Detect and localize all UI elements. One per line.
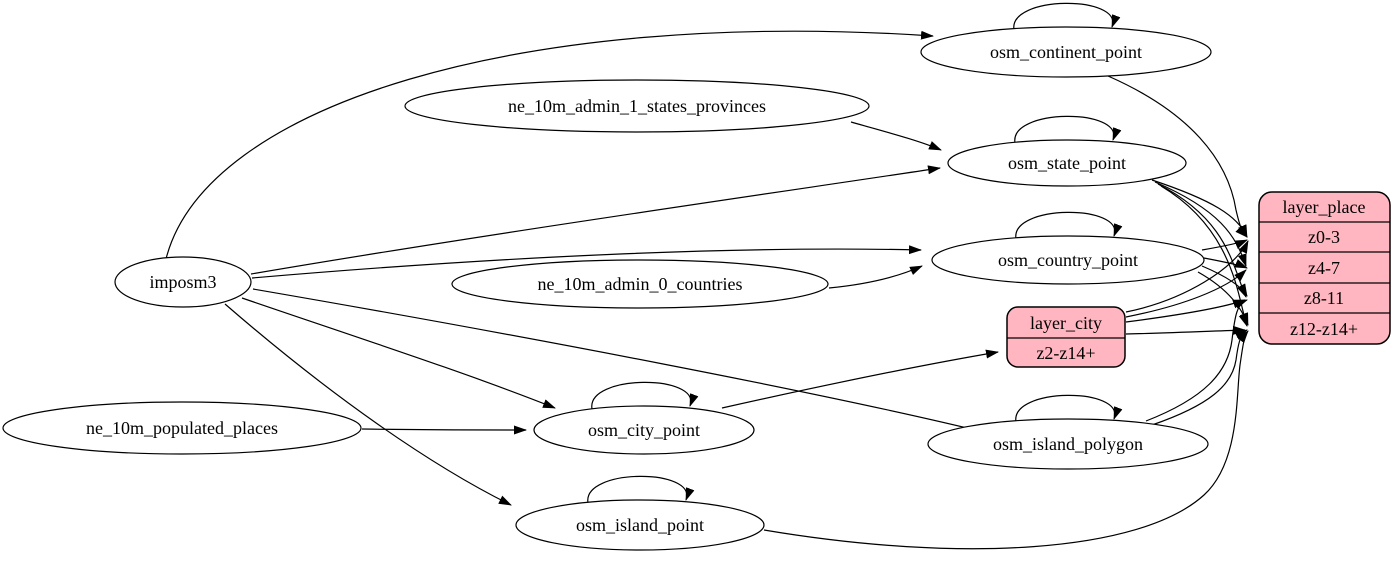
node-imposm3: imposm3	[114, 256, 252, 308]
self-loop-osm_country_point	[1015, 211, 1123, 240]
node-osm_country_point-label: osm_country_point	[998, 250, 1138, 270]
node-osm_continent_point-label: osm_continent_point	[990, 42, 1142, 62]
node-layer_place: layer_place z0-3 z4-7 z8-11 z12-z14+	[1258, 191, 1391, 345]
edge-imposm3-to-osm_country_point	[251, 245, 922, 279]
layer_city-title: layer_city	[1030, 313, 1102, 333]
node-layer_place-shape	[1258, 191, 1391, 345]
edge-layer_city-to-layer_place-z0-3	[1125, 240, 1249, 313]
layer_city-row-z2-z14: z2-z14+	[1036, 343, 1095, 363]
node-imposm3-shape	[114, 256, 252, 308]
node-osm_continent_point-shape	[920, 26, 1212, 78]
layer_place-row-z0-3: z0-3	[1308, 227, 1340, 247]
node-ne_10m_admin_1_states_provinces-shape	[404, 79, 870, 133]
node-osm_city_point-shape	[533, 405, 755, 455]
edge-osm_continent_point-to-layer_place-z0-3	[1107, 75, 1248, 238]
node-osm_country_point-shape	[931, 235, 1205, 285]
node-osm_country_point: osm_country_point	[931, 235, 1205, 285]
node-ne_10m_populated_places: ne_10m_populated_places	[2, 401, 362, 455]
node-osm_island_point-shape	[515, 499, 765, 551]
node-osm_island_point-label: osm_island_point	[576, 515, 704, 535]
layer_place-row-z12-z14: z12-z14+	[1290, 319, 1358, 339]
self-loop-osm_city_point	[591, 381, 699, 410]
edge-ne_10m_admin_1_states_provinces-to-osm_state_point	[850, 121, 942, 151]
edge-osm_state_point-to-layer_place-z8-11	[1157, 183, 1247, 298]
edge-ne_10m_admin_0_countries-to-osm_country_point	[828, 265, 923, 289]
node-layer_city-shape	[1006, 306, 1126, 368]
node-ne_10m_admin_0_countries-shape	[451, 259, 829, 309]
node-ne_10m_admin_0_countries: ne_10m_admin_0_countries	[451, 259, 829, 309]
layer_place-row-z8-11: z8-11	[1304, 288, 1344, 308]
edge-osm_country_point-to-layer_place-z4-7	[1203, 257, 1248, 269]
node-ne_10m_admin_1_states_provinces: ne_10m_admin_1_states_provinces	[404, 79, 870, 133]
self-loop-osm_island_polygon	[1015, 394, 1123, 423]
node-ne_10m_populated_places-shape	[2, 401, 362, 455]
node-osm_state_point-shape	[947, 139, 1187, 187]
node-osm_city_point: osm_city_point	[533, 405, 755, 455]
node-osm_state_point-label: osm_state_point	[1008, 153, 1126, 173]
node-osm_city_point-label: osm_city_point	[588, 420, 700, 440]
node-osm_island_point: osm_island_point	[515, 499, 765, 551]
node-ne_10m_admin_0_countries-label: ne_10m_admin_0_countries	[538, 274, 743, 294]
edge-imposm3-to-osm_state_point	[250, 165, 941, 275]
edge-osm_island_polygon-to-layer_place-z8-11	[1145, 299, 1248, 422]
edge-ne_10m_populated_places-to-osm_city_point	[361, 425, 527, 435]
edge-imposm3-to-osm_city_point	[241, 297, 556, 409]
edge-osm_country_point-to-layer_place-z0-3	[1201, 239, 1248, 251]
node-osm_state_point: osm_state_point	[947, 139, 1187, 187]
self-loop-osm_state_point	[1014, 115, 1122, 144]
edge-imposm3-to-osm_continent_point	[165, 30, 934, 260]
edge-layer	[165, 2, 1249, 550]
self-loop-osm_island_point	[587, 475, 695, 504]
edge-layer_city-to-layer_place-z8-11	[1125, 299, 1246, 323]
edge-osm_state_point-to-layer_place-z12-z14	[1160, 185, 1248, 327]
node-imposm3-label: imposm3	[149, 272, 216, 292]
self-loop-osm_continent_point	[1013, 2, 1121, 31]
edge-imposm3-to-osm_island_polygon	[252, 288, 993, 436]
node-ne_10m_populated_places-label: ne_10m_populated_places	[86, 418, 278, 438]
node-osm_island_polygon-shape	[927, 418, 1209, 470]
node-ne_10m_admin_1_states_provinces-label: ne_10m_admin_1_states_provinces	[508, 96, 766, 116]
edge-osm_island_point-to-layer_place-z12-z14	[763, 330, 1249, 550]
node-osm_island_polygon: osm_island_polygon	[927, 418, 1209, 470]
edge-osm_state_point-to-layer_place-z4-7	[1154, 181, 1247, 267]
node-osm_island_polygon-label: osm_island_polygon	[993, 434, 1143, 454]
edge-osm_island_polygon-to-layer_place-z12-z14	[1151, 329, 1248, 426]
node-layer_city: layer_city z2-z14+	[1006, 306, 1126, 368]
edge-osm_city_point-to-layer_city	[721, 349, 999, 409]
node-osm_continent_point: osm_continent_point	[920, 26, 1212, 78]
layer_place-title: layer_place	[1283, 197, 1366, 217]
edge-imposm3-to-osm_island_point	[224, 303, 512, 506]
layer_place-row-z4-7: z4-7	[1308, 258, 1340, 278]
edge-layer_city-to-layer_place-z12-z14	[1125, 325, 1246, 335]
